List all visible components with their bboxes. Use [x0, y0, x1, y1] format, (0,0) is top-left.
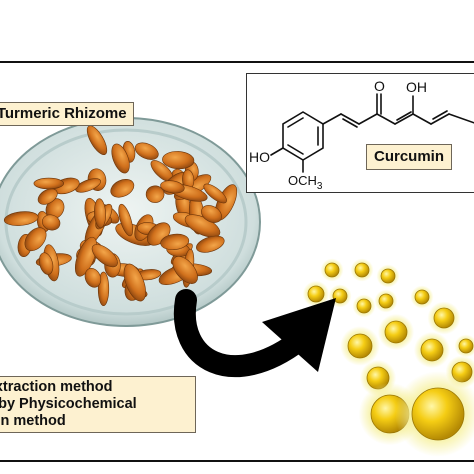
- rhizome-piece: [134, 142, 159, 160]
- nanoparticle-sphere-icon: [307, 285, 325, 303]
- chemical-structure-panel: O OH HO OCH3: [246, 73, 474, 193]
- rhizome-piece: [94, 198, 106, 229]
- nanoparticle-sphere-icon: [356, 298, 372, 314]
- method-label: hlet extraction method owed by Physicoch…: [0, 376, 196, 433]
- rhizome-piece: [91, 244, 118, 268]
- carbonyl-oxygen: O: [374, 78, 385, 94]
- nanoparticle-sphere-icon: [414, 289, 430, 305]
- methoxy-subscript: 3: [317, 181, 323, 192]
- methoxy-text: OCH: [288, 173, 317, 188]
- nanoparticle-sphere-icon: [378, 293, 394, 309]
- nanoparticle-sphere-icon: [347, 333, 373, 359]
- curcumin-structure: O OH HO OCH3: [249, 78, 474, 192]
- rhizome-piece: [196, 235, 225, 253]
- nanoparticle-sphere-icon: [411, 387, 465, 441]
- rhizome-piece: [145, 185, 165, 203]
- method-line-3: rication method: [0, 413, 66, 429]
- rhizome-piece: [162, 151, 195, 170]
- nanoparticle-sphere-icon: [458, 338, 474, 354]
- nanoparticle-sphere-icon: [324, 262, 340, 278]
- rhizome-piece: [41, 214, 61, 231]
- rhizome-piece: [33, 177, 65, 190]
- methoxy-group: OCH3: [288, 173, 323, 192]
- rhizome-piece: [160, 180, 185, 194]
- enol-oh: OH: [406, 79, 427, 95]
- rhizome-piece: [84, 268, 102, 288]
- curcumin-label: Curcumin: [366, 144, 453, 170]
- rhizome-piece: [24, 227, 47, 252]
- nanoparticle-sphere-icon: [332, 288, 348, 304]
- curved-arrow-icon: [173, 289, 336, 378]
- rhizome-piece: [172, 256, 198, 284]
- rhizome-piece: [203, 183, 227, 204]
- rhizome-pile: [3, 125, 238, 306]
- rhizome-piece: [74, 236, 98, 277]
- rhizome-piece: [75, 178, 101, 193]
- hydroxyl-group: HO: [249, 149, 270, 165]
- nanoparticle-sphere-icon: [354, 262, 370, 278]
- nanoparticle-sphere-icon: [380, 268, 396, 284]
- method-line-1: hlet extraction method: [0, 379, 113, 395]
- rhizome-piece: [160, 233, 190, 251]
- rhizome-label: w Turmeric Rhizome: [0, 102, 134, 126]
- rhizome-piece: [3, 211, 39, 226]
- rhizome-piece: [201, 205, 222, 223]
- nanoparticle-sphere-icon: [433, 307, 455, 329]
- rhizome-piece: [123, 263, 146, 302]
- nanoparticle-sphere-icon: [384, 320, 408, 344]
- rhizome-piece: [86, 125, 108, 155]
- rhizome-piece: [37, 188, 58, 205]
- nanoparticles: [302, 258, 474, 457]
- rhizome-piece: [38, 252, 54, 275]
- rhizome-piece: [110, 179, 135, 198]
- method-line-2: owed by Physicochemical: [0, 396, 137, 412]
- rhizome-piece: [111, 143, 130, 174]
- rhizome-piece: [118, 203, 133, 237]
- nanoparticle-sphere-icon: [420, 338, 444, 362]
